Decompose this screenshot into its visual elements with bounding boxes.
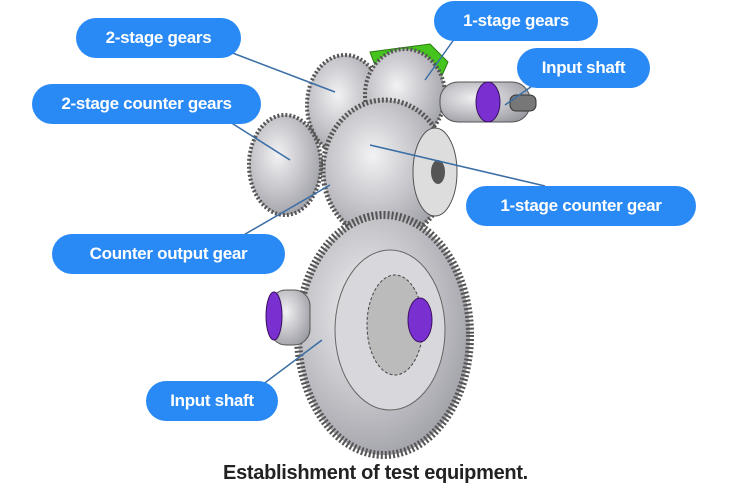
label-two-stage-counter-gears: 2-stage counter gears bbox=[32, 84, 261, 124]
label-two-stage-gears: 2-stage gears bbox=[76, 18, 241, 58]
purple-bearing-bottom bbox=[265, 291, 283, 341]
shaft-end bbox=[509, 94, 537, 112]
label-one-stage-counter-gear: 1-stage counter gear bbox=[466, 186, 696, 226]
label-input-shaft-bottom: Input shaft bbox=[146, 381, 278, 421]
label-input-shaft-top: Input shaft bbox=[517, 48, 650, 88]
label-one-stage-gears: 1-stage gears bbox=[434, 1, 598, 41]
caption: Establishment of test equipment. bbox=[223, 462, 528, 484]
purple-bearing-top bbox=[475, 81, 501, 123]
leader-lines bbox=[229, 37, 546, 386]
counter-bore bbox=[431, 160, 445, 184]
label-counter-output-gear: Counter output gear bbox=[52, 234, 285, 274]
purple-bearing-center bbox=[407, 297, 433, 343]
two-stage-counter-gear bbox=[247, 113, 323, 217]
